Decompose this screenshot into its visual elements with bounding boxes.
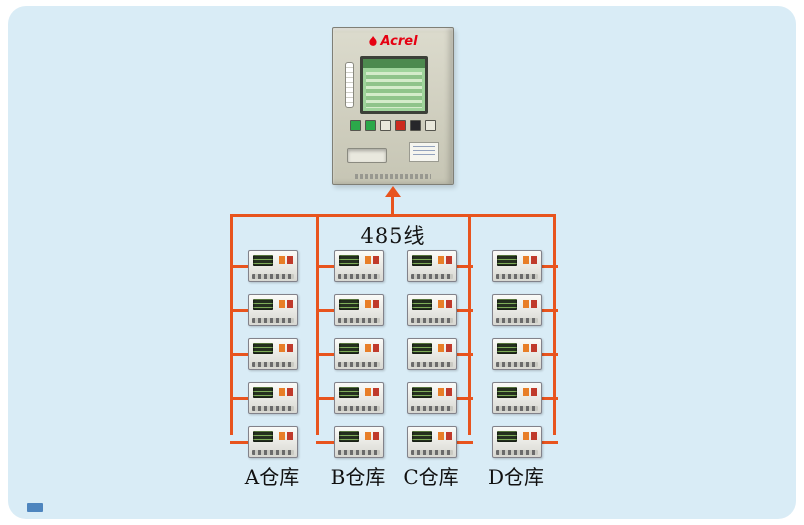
meter-row bbox=[230, 294, 298, 326]
label-sticker bbox=[409, 142, 439, 162]
power-meter-device bbox=[492, 250, 542, 282]
white-button bbox=[380, 120, 391, 131]
cabinet-lcd-screen bbox=[360, 56, 428, 114]
acrel-logo-text: Acrel bbox=[380, 34, 418, 49]
warehouse-label-b: B仓库 bbox=[330, 465, 386, 489]
power-meter-device bbox=[248, 338, 298, 370]
meter-row bbox=[316, 382, 384, 414]
warehouse-column-c bbox=[407, 250, 473, 458]
flame-icon bbox=[369, 36, 378, 46]
warehouse-label-a: A仓库 bbox=[244, 465, 300, 489]
warehouse-label-d: D仓库 bbox=[487, 465, 545, 489]
bus-stub bbox=[542, 396, 558, 400]
meter-row bbox=[492, 250, 558, 282]
meter-row bbox=[492, 426, 558, 458]
bus-stub bbox=[316, 440, 334, 444]
power-meter-device bbox=[407, 338, 457, 370]
manufacturer-text-line bbox=[355, 174, 431, 179]
bus-stub bbox=[316, 352, 334, 356]
meter-row bbox=[230, 382, 298, 414]
warehouse-column-b bbox=[316, 250, 384, 458]
bus-stub bbox=[230, 396, 248, 400]
bus-line-vertical-c bbox=[468, 214, 471, 435]
power-meter-device bbox=[492, 382, 542, 414]
power-meter-device bbox=[248, 250, 298, 282]
printer-slot bbox=[347, 148, 387, 163]
meter-row bbox=[230, 338, 298, 370]
warehouse-column-d bbox=[492, 250, 558, 458]
power-meter-device bbox=[334, 250, 384, 282]
power-meter-device bbox=[407, 250, 457, 282]
meter-row bbox=[230, 250, 298, 282]
meter-row bbox=[492, 382, 558, 414]
bus-stub bbox=[230, 440, 248, 444]
bus-stub bbox=[542, 352, 558, 356]
meter-row bbox=[316, 426, 384, 458]
meter-row bbox=[492, 294, 558, 326]
thermometer-gauge bbox=[345, 62, 354, 108]
meter-row bbox=[492, 338, 558, 370]
bus-stub bbox=[316, 308, 334, 312]
power-meter-device bbox=[492, 338, 542, 370]
bus-stub bbox=[457, 308, 473, 312]
meter-row bbox=[316, 250, 384, 282]
power-meter-device bbox=[492, 426, 542, 458]
meter-row bbox=[407, 338, 473, 370]
bus-stub bbox=[457, 352, 473, 356]
green-button bbox=[350, 120, 361, 131]
meter-row bbox=[316, 338, 384, 370]
power-meter-device bbox=[248, 294, 298, 326]
power-meter-device bbox=[334, 382, 384, 414]
warehouse-label-c: C仓库 bbox=[403, 465, 459, 489]
power-meter-device bbox=[248, 426, 298, 458]
bus-stub bbox=[457, 440, 473, 444]
up-arrow-icon bbox=[385, 186, 401, 197]
bus-stub bbox=[316, 264, 334, 268]
bus-stub bbox=[457, 396, 473, 400]
power-meter-device bbox=[334, 426, 384, 458]
bus-stub bbox=[457, 264, 473, 268]
power-meter-device bbox=[334, 338, 384, 370]
arrow-stem bbox=[391, 196, 394, 216]
black-button bbox=[410, 120, 421, 131]
bus-stub bbox=[316, 396, 334, 400]
bus-stub bbox=[230, 308, 248, 312]
meter-row bbox=[407, 382, 473, 414]
bus-line-horizontal bbox=[230, 214, 556, 217]
power-meter-device bbox=[492, 294, 542, 326]
power-meter-device bbox=[248, 382, 298, 414]
meter-row bbox=[230, 426, 298, 458]
power-meter-device bbox=[407, 382, 457, 414]
watermark-mark bbox=[27, 503, 43, 512]
bus-stub bbox=[230, 264, 248, 268]
bus-stub bbox=[230, 352, 248, 356]
bus-label: 485线 bbox=[360, 224, 426, 248]
bus-stub bbox=[542, 440, 558, 444]
bus-line-vertical-b bbox=[316, 214, 319, 435]
control-cabinet: Acrel bbox=[332, 27, 454, 185]
bus-stub bbox=[542, 264, 558, 268]
bus-stub bbox=[542, 308, 558, 312]
white-button bbox=[425, 120, 436, 131]
green-button bbox=[365, 120, 376, 131]
lcd-data-rows bbox=[366, 72, 422, 108]
acrel-logo: Acrel bbox=[333, 34, 453, 49]
meter-row bbox=[407, 294, 473, 326]
red-button bbox=[395, 120, 406, 131]
meter-row bbox=[316, 294, 384, 326]
power-meter-device bbox=[334, 294, 384, 326]
bus-line-vertical-d bbox=[553, 214, 556, 435]
power-meter-device bbox=[407, 426, 457, 458]
cabinet-button-row bbox=[333, 120, 453, 131]
meter-row bbox=[407, 250, 473, 282]
power-meter-device bbox=[407, 294, 457, 326]
bus-line-vertical-a bbox=[230, 214, 233, 435]
warehouse-column-a bbox=[230, 250, 298, 458]
lcd-header-bar bbox=[363, 59, 425, 68]
meter-row bbox=[407, 426, 473, 458]
